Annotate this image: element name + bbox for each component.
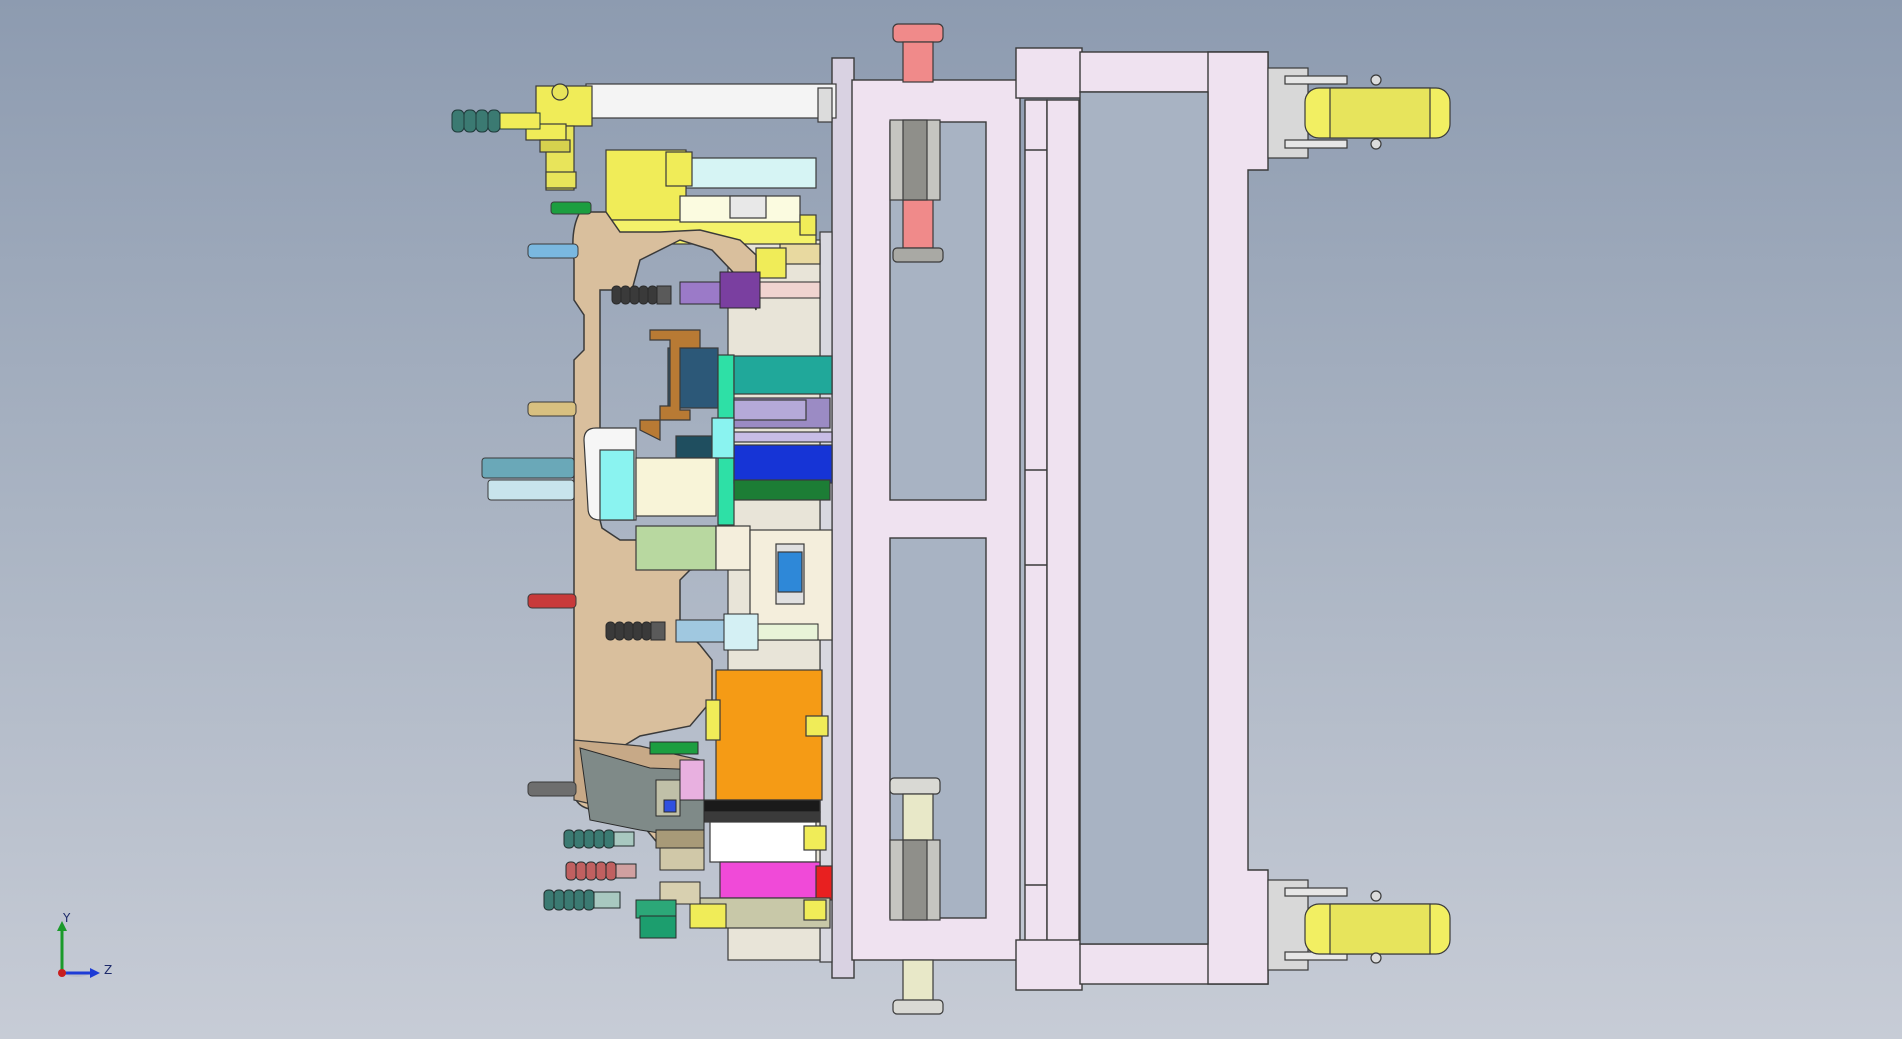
rail-left xyxy=(1024,99,1048,946)
mounting-plate xyxy=(831,57,855,979)
bottom-clamp-cluster xyxy=(579,741,727,939)
frame-corner-bottom xyxy=(1015,939,1083,991)
upper-toggle-clamp xyxy=(611,271,821,309)
central-locator-blocks xyxy=(583,329,833,641)
lower-toggle-clamp xyxy=(605,613,819,651)
frame-right-c xyxy=(1207,51,1269,985)
top-clamp-spring xyxy=(451,109,541,133)
left-locator-pins xyxy=(481,201,592,797)
coordinate-triad: Y Z xyxy=(50,911,130,985)
caster-wheel-top xyxy=(1267,67,1451,159)
triad-axes-icon xyxy=(57,921,100,978)
frame-inner-window xyxy=(1079,91,1209,945)
bottom-springs xyxy=(543,829,637,911)
rail-right xyxy=(1046,99,1080,946)
triad-z-label: Z xyxy=(104,963,113,977)
caster-wheel-bottom xyxy=(1267,879,1451,971)
triad-y-label: Y xyxy=(63,911,71,925)
lower-locator-blocks xyxy=(699,669,833,929)
locator-cylinders xyxy=(889,23,944,1015)
frame-corner-top xyxy=(1015,47,1083,99)
